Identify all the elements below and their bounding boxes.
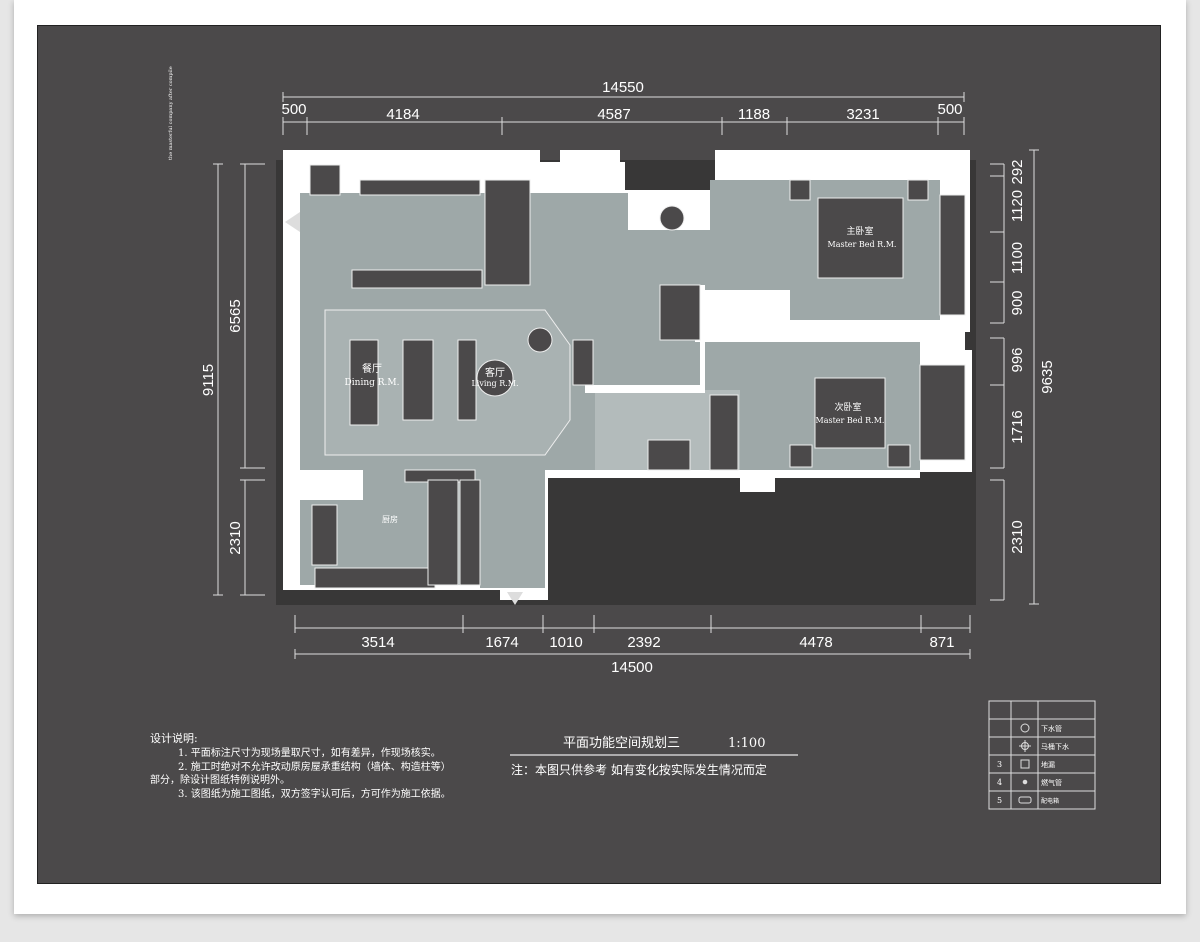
overall-bottom-dim: 14500 <box>611 659 653 676</box>
notes-line: 3. 该图纸为施工图纸，双方签字认可后，方可作为施工依据。 <box>178 787 451 800</box>
right-dim: 996 <box>1009 347 1026 372</box>
floor-drain-icon <box>1020 759 1030 769</box>
second-bedroom-label-en: Master Bed R.M. <box>816 416 885 425</box>
right-dim: 292 <box>1009 159 1026 184</box>
toilet-drain-icon <box>1019 740 1031 752</box>
bay-window <box>939 194 966 316</box>
cabinet-row <box>351 269 483 289</box>
vertical-note: the masterful company after compile <box>168 66 174 160</box>
furniture <box>309 164 966 589</box>
right-dim: 900 <box>1009 290 1026 315</box>
basin <box>647 439 691 471</box>
top-dim: 500 <box>281 101 306 118</box>
armchair <box>457 339 477 421</box>
overall-top-dim: 14550 <box>602 79 644 96</box>
washer <box>309 164 341 196</box>
top-dim: 3231 <box>846 106 879 123</box>
title-scale: 1:100 <box>728 736 765 751</box>
right-overall-dim: 9635 <box>1039 360 1056 393</box>
living-label: 客厅 <box>485 366 505 379</box>
distribution-box-icon <box>1018 796 1032 804</box>
legend-num: 4 <box>997 778 1002 787</box>
second-bedroom-label: 次卧室 <box>834 401 861 413</box>
living-label-en: Living R.M. <box>471 379 518 388</box>
notes-line: 1. 平面标注尺寸为现场量取尺寸，如有差异，作现场核实。 <box>178 746 441 759</box>
notes-line: 2. 施工时绝对不允许改动原房屋承重结构（墙体、构造柱等） <box>178 760 451 773</box>
bottom-dim: 4478 <box>799 634 832 651</box>
bottom-dim: 871 <box>929 634 954 651</box>
master-bedroom-label-en: Master Bed R.M. <box>828 240 897 249</box>
master-bedroom-label: 主卧室 <box>846 225 873 237</box>
notes-heading: 设计说明: <box>150 731 198 745</box>
legend-label: 马桶下水 <box>1041 742 1069 751</box>
sink-counter <box>311 504 338 566</box>
drain-pipe-icon <box>1020 723 1030 733</box>
entrance-floor <box>480 470 545 588</box>
right-dim: 1120 <box>1009 190 1026 222</box>
north-arrow-icon <box>285 212 300 232</box>
top-dim: 500 <box>937 101 962 118</box>
left-dim: 2310 <box>227 521 244 554</box>
right-dim: 2310 <box>1009 520 1026 553</box>
dining-label-en: Dining R.M. <box>345 378 400 388</box>
second-bed <box>814 377 886 449</box>
interior-walls <box>283 150 965 500</box>
legend-num: 5 <box>997 796 1002 805</box>
bottom-dim: 2392 <box>627 634 660 651</box>
left-overall-dim: 9115 <box>200 364 217 396</box>
bay-window-2 <box>919 364 966 461</box>
title-note: 注：本图只供参考 如有变化按实际发生情况而定 <box>511 762 767 777</box>
top-counter <box>359 179 481 196</box>
basin-top <box>659 205 685 231</box>
legend-label: 配电箱 <box>1041 797 1059 805</box>
wardrobe <box>484 179 531 286</box>
left-dim: 6565 <box>227 299 244 332</box>
right-dim: 1716 <box>1009 410 1026 443</box>
bottom-dimensions: 3514 1674 1010 2392 4478 871 14500 <box>294 615 971 676</box>
sofa <box>402 339 434 421</box>
kitchen-counter <box>314 567 436 589</box>
master-bed <box>817 197 904 279</box>
gas-pipe-icon <box>1022 779 1028 785</box>
notes-line: 部分，除设计图纸特例说明外。 <box>150 773 290 786</box>
tall-cabinet <box>459 479 481 586</box>
plant <box>527 327 553 353</box>
dining-table <box>349 339 379 426</box>
right-dim: 1100 <box>1009 242 1026 274</box>
top-dim: 1188 <box>738 106 770 123</box>
top-dim: 4587 <box>597 106 630 123</box>
toilet <box>659 284 701 341</box>
left-dimensions: 9115 6565 2310 <box>200 163 265 596</box>
entry-arrow-icon <box>507 592 523 605</box>
bottom-dim: 1674 <box>485 634 518 651</box>
design-notes: 设计说明: 1. 平面标注尺寸为现场量取尺寸，如有差异，作现场核实。 2. 施工… <box>150 731 451 800</box>
title-name: 平面功能空间规划三 <box>563 736 680 751</box>
right-dimensions: 292 1120 1100 900 996 1716 2310 9635 <box>990 149 1056 605</box>
kitchen-label: 厨房 <box>382 514 398 524</box>
coffee-table <box>476 359 514 397</box>
dining-label: 餐厅 <box>362 362 382 375</box>
rug <box>324 309 571 456</box>
bottom-dim: 1010 <box>549 634 582 651</box>
top-dim: 4184 <box>386 106 419 123</box>
shower <box>709 394 739 471</box>
top-dimensions: 14550 500 4184 4587 1188 3231 500 <box>281 79 965 135</box>
legend-label: 地漏 <box>1041 760 1055 769</box>
legend-num: 3 <box>997 760 1002 769</box>
legend-label: 下水管 <box>1041 724 1062 733</box>
legend-label: 燃气管 <box>1041 778 1062 787</box>
drawing-title: 平面功能空间规划三 1:100 注：本图只供参考 如有变化按实际发生情况而定 <box>510 736 798 777</box>
tv-cabinet <box>572 339 594 386</box>
bottom-dim: 3514 <box>361 634 394 651</box>
legend-table <box>988 700 1096 810</box>
fridge-column <box>427 479 459 586</box>
